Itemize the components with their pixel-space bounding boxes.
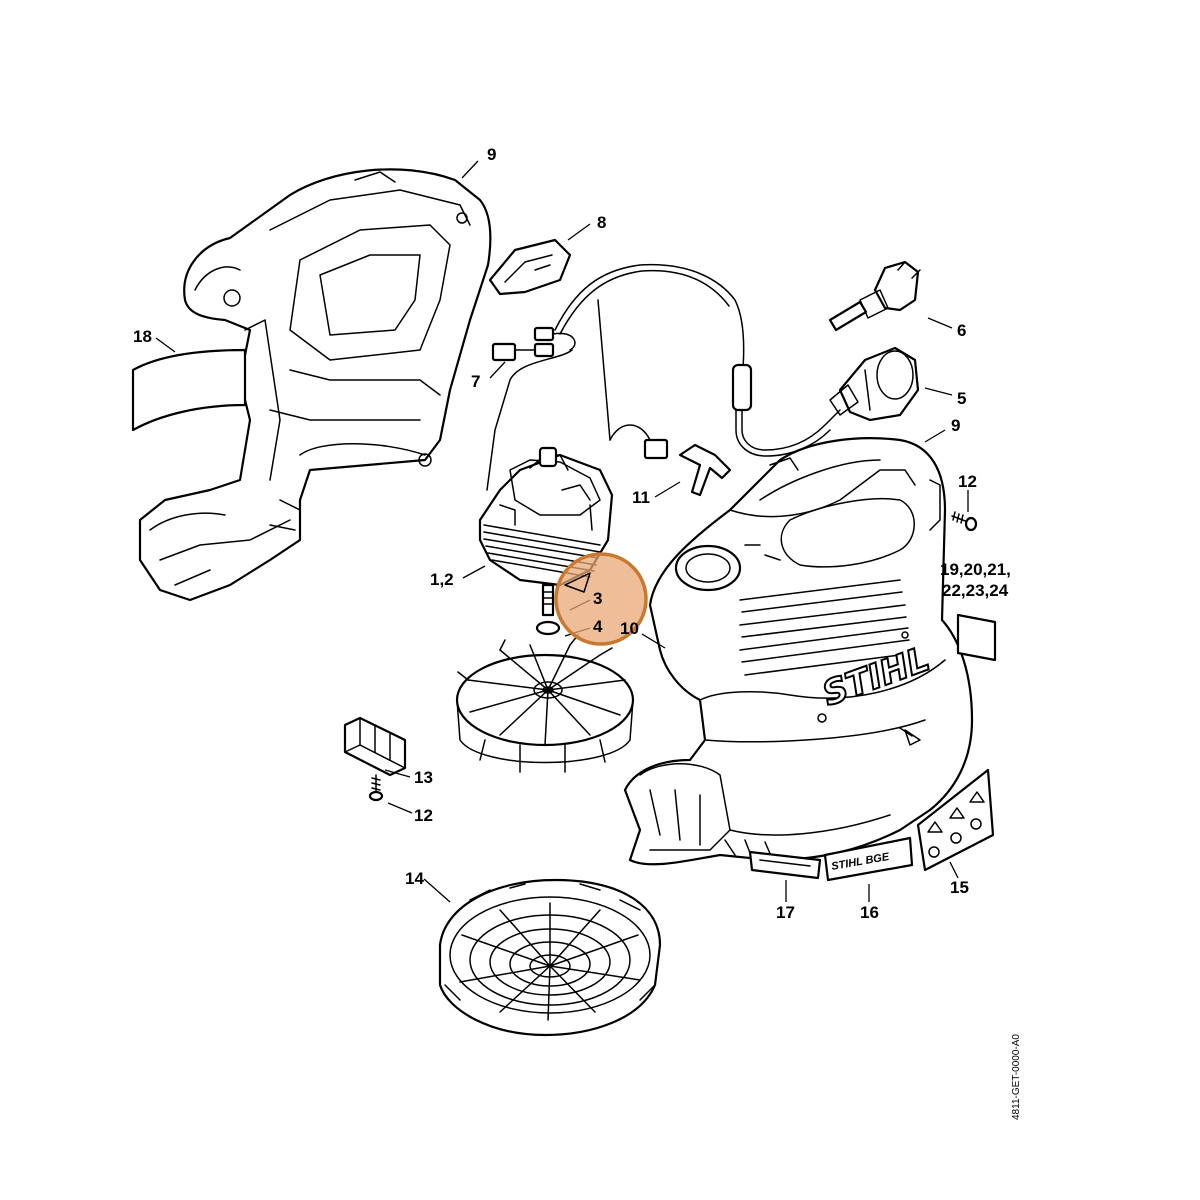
fan-impeller-10 bbox=[455, 634, 635, 773]
callout-17: 17 bbox=[776, 903, 795, 922]
holder-13 bbox=[343, 716, 407, 777]
callout-12-right: 12 bbox=[958, 472, 977, 491]
plug-6 bbox=[828, 260, 921, 332]
callout-18: 18 bbox=[133, 327, 152, 346]
label-19-24 bbox=[956, 613, 997, 662]
callout-11: 11 bbox=[632, 488, 650, 507]
pointer-arrow bbox=[564, 572, 591, 593]
switch-button-8 bbox=[488, 238, 572, 296]
switch-7 bbox=[491, 326, 576, 362]
callout-10: 10 bbox=[620, 619, 639, 638]
callout-14: 14 bbox=[405, 869, 424, 888]
plug-5 bbox=[829, 346, 920, 422]
motor-1-2 bbox=[478, 446, 614, 617]
screw-12-left bbox=[368, 774, 384, 802]
callout-19-line1: 19,20,21, bbox=[940, 560, 1011, 579]
wire-connector bbox=[609, 424, 669, 460]
intake-grille-14 bbox=[438, 878, 662, 1037]
callout-1-2: 1,2 bbox=[430, 570, 454, 589]
housing-main-right: STIHL bbox=[623, 437, 974, 866]
washer-4 bbox=[535, 620, 561, 636]
callout-9-top: 9 bbox=[487, 145, 496, 164]
highlight-circle bbox=[554, 552, 648, 646]
callout-9-right: 9 bbox=[951, 416, 960, 435]
clip-11 bbox=[678, 443, 732, 497]
callout-6: 6 bbox=[957, 321, 966, 340]
leader-lines bbox=[155, 160, 969, 903]
document-number: 4811-GET-0000-A0 bbox=[1011, 1034, 1022, 1120]
screw-12-right bbox=[951, 511, 978, 532]
callout-numbers: 9 8 18 6 7 5 9 12 11 1,2 19,20,21, 22,23… bbox=[133, 145, 1011, 922]
callout-19-line2: 22,23,24 bbox=[942, 581, 1009, 600]
label-17 bbox=[748, 850, 822, 880]
warning-labels-15 bbox=[916, 768, 995, 872]
callout-12-left: 12 bbox=[414, 806, 433, 825]
power-cable bbox=[486, 263, 841, 491]
callout-13: 13 bbox=[414, 768, 433, 787]
callout-15: 15 bbox=[950, 878, 969, 897]
callout-3: 3 bbox=[593, 589, 602, 608]
label-sheet-18 bbox=[131, 348, 247, 432]
model-label-16: STIHL BGE bbox=[823, 836, 914, 882]
callout-8: 8 bbox=[597, 213, 606, 232]
callout-5: 5 bbox=[957, 389, 966, 408]
callout-16: 16 bbox=[860, 903, 879, 922]
callout-4: 4 bbox=[593, 617, 603, 636]
callout-7: 7 bbox=[471, 372, 480, 391]
